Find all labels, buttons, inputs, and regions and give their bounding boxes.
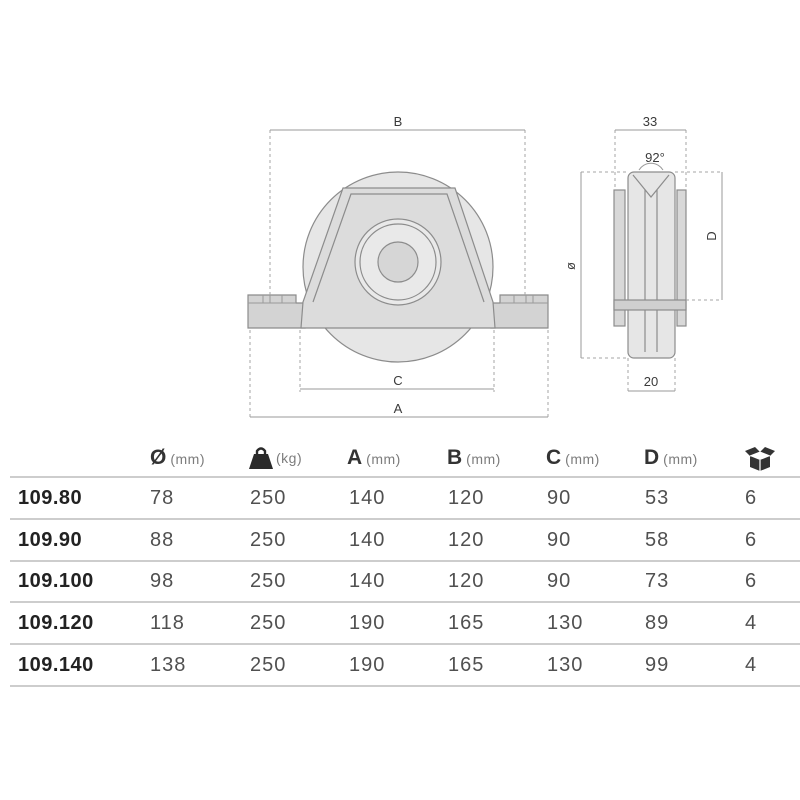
cell-d: 89 (645, 612, 670, 634)
cell-pack: 4 (745, 654, 758, 676)
cell-diameter: 138 (150, 654, 187, 676)
bracket-inner-edge (312, 193, 485, 303)
cell-c: 90 (547, 487, 572, 509)
wheel-groove-top (632, 174, 670, 198)
header-d-symbol: D (644, 446, 660, 469)
cell-load: 250 (250, 654, 287, 676)
header-load: (kg) (272, 440, 302, 477)
dimension-b-label: B (394, 114, 403, 129)
cell-d: 58 (645, 529, 670, 551)
table-row: 109.100 98 250 140 120 90 73 6 (10, 561, 800, 603)
header-d: D(mm) (644, 440, 698, 478)
dimension-diameter-label: ø (563, 262, 578, 270)
header-diameter-symbol: Ø (150, 446, 167, 469)
dimension-c: C (299, 330, 495, 392)
header-c-unit: (mm) (565, 451, 600, 467)
cell-diameter: 78 (150, 487, 175, 509)
header-diameter-unit: (mm) (170, 451, 205, 467)
cell-load: 250 (250, 529, 287, 551)
header-pack-icon (744, 444, 776, 472)
cell-code: 109.120 (18, 612, 94, 634)
angle-label: 92° (645, 150, 665, 165)
right-base-plate (490, 294, 549, 329)
groove-angle: 92° (638, 150, 665, 171)
cell-c: 130 (547, 654, 584, 676)
table-header: Ø(mm) (kg) A(mm) B(mm) C(mm) D(mm) (10, 440, 800, 478)
cell-a: 140 (349, 487, 386, 509)
dimension-groove-label: 20 (644, 374, 658, 389)
dimension-c-label: C (393, 373, 402, 388)
wheel-side-profile (627, 171, 676, 359)
cell-pack: 6 (745, 529, 758, 551)
header-b-symbol: B (447, 446, 463, 469)
front-view (247, 171, 549, 363)
table-row: 109.140 138 250 190 165 130 99 4 (10, 645, 800, 687)
hub-ring (359, 223, 437, 301)
dimension-width-label: 33 (643, 114, 657, 129)
table-row: 109.90 88 250 140 120 90 58 6 (10, 520, 800, 562)
cell-c: 90 (547, 529, 572, 551)
side-bracket-right (676, 189, 687, 327)
header-a-unit: (mm) (366, 451, 401, 467)
dimension-groove: 20 (627, 358, 676, 394)
cell-a: 190 (349, 612, 386, 634)
cell-diameter: 118 (150, 612, 185, 634)
header-d-unit: (mm) (663, 451, 698, 467)
cell-c: 130 (547, 612, 584, 634)
header-c: C(mm) (546, 440, 600, 478)
cell-code: 109.140 (18, 654, 94, 676)
angle-arc (638, 162, 664, 171)
cell-pack: 6 (745, 487, 758, 509)
cell-code: 109.100 (18, 570, 94, 592)
cell-a: 140 (349, 570, 386, 592)
cell-load: 250 (250, 487, 287, 509)
cell-diameter: 98 (150, 570, 175, 592)
header-a-symbol: A (347, 446, 363, 469)
weight-icon (249, 447, 273, 469)
cell-a: 190 (349, 654, 386, 676)
cell-code: 109.90 (18, 529, 83, 551)
cell-load: 250 (250, 612, 287, 634)
box-icon (745, 447, 775, 471)
dimension-width: 33 (614, 114, 687, 190)
header-load-icon (248, 446, 274, 470)
dimension-b: B (269, 114, 526, 295)
dimension-d: D (675, 171, 723, 301)
cell-d: 99 (645, 654, 670, 676)
table-row: 109.80 78 250 140 120 90 53 6 (10, 478, 800, 520)
cell-b: 120 (448, 487, 485, 509)
cell-b: 120 (448, 570, 485, 592)
header-diameter: Ø(mm) (150, 440, 205, 478)
side-bracket-left (613, 189, 626, 327)
dimension-a: A (249, 330, 549, 420)
header-c-symbol: C (546, 446, 562, 469)
left-base-plate (247, 294, 306, 329)
side-base-plate (613, 299, 687, 311)
cell-b: 120 (448, 529, 485, 551)
header-load-unit: (kg) (276, 450, 303, 466)
header-b: B(mm) (447, 440, 501, 478)
cell-diameter: 88 (150, 529, 175, 551)
header-b-unit: (mm) (466, 451, 501, 467)
dimension-a-label: A (394, 401, 403, 416)
technical-drawing: B C A (247, 114, 723, 420)
header-a: A(mm) (347, 440, 401, 478)
cell-b: 165 (448, 654, 485, 676)
cell-pack: 4 (745, 612, 758, 634)
dimension-d-label: D (704, 231, 719, 240)
dimension-diameter: ø (563, 171, 628, 359)
side-view (613, 171, 687, 359)
hub-bore (377, 241, 419, 283)
cell-d: 53 (645, 487, 670, 509)
cell-d: 73 (645, 570, 670, 592)
cell-code: 109.80 (18, 487, 83, 509)
cell-c: 90 (547, 570, 572, 592)
cell-a: 140 (349, 529, 386, 551)
cell-b: 165 (448, 612, 485, 634)
table-row: 109.120 118 250 190 165 130 89 4 (10, 603, 800, 645)
cell-load: 250 (250, 570, 287, 592)
cell-pack: 6 (745, 570, 758, 592)
